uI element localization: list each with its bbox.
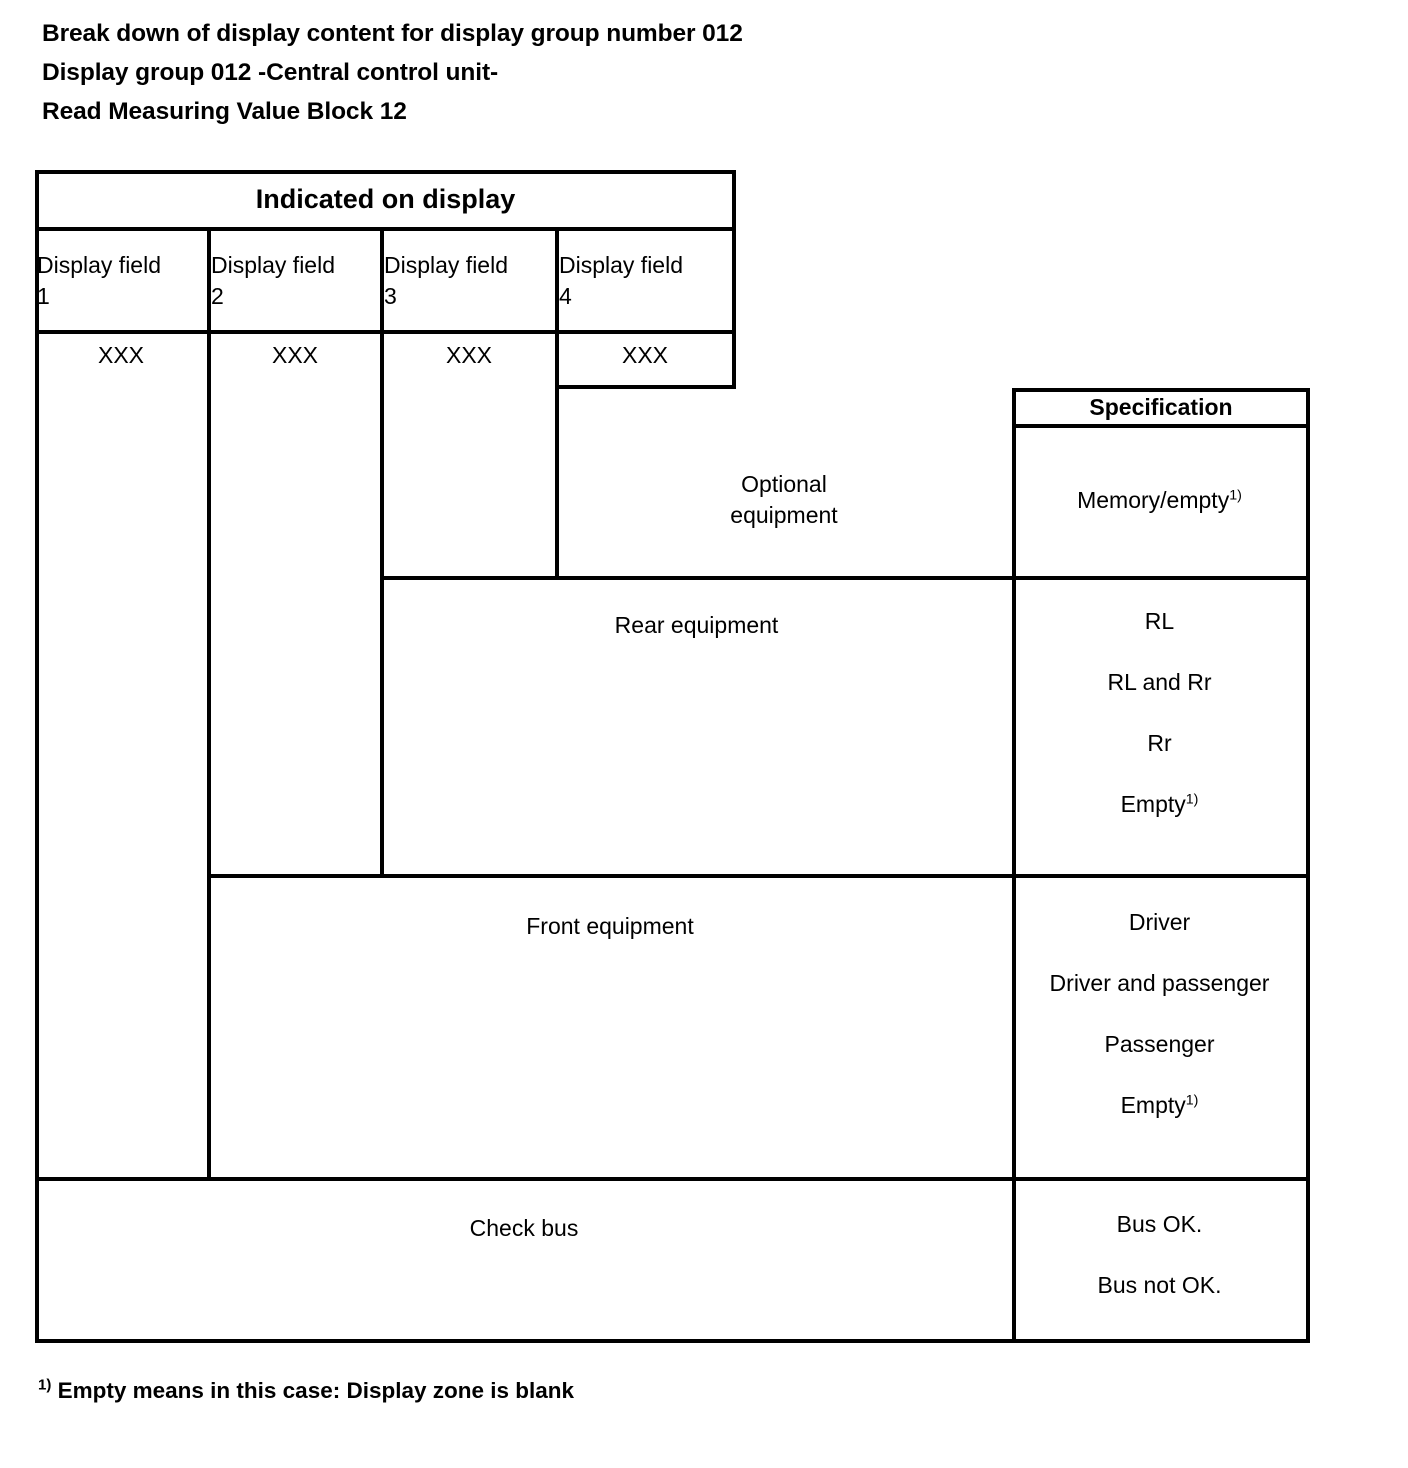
row-rear-equipment-name: Rear equipment — [614, 612, 779, 638]
rule-spec-header-top — [1012, 388, 1310, 392]
rule-col2-col3 — [380, 227, 384, 878]
specification-header: Specification — [1089, 393, 1233, 420]
rule-step-col3 — [380, 576, 556, 580]
spec-rear-empty-footnote: 1) — [1185, 791, 1199, 808]
display-field-2-value: XXX — [271, 341, 319, 368]
row-optional-equipment-name: Optional equipment — [556, 424, 1012, 576]
row-front-equipment-spec: Driver Driver and passenger Passenger Em… — [1013, 909, 1306, 1119]
spec-bus-not-ok: Bus not OK. — [1097, 1272, 1222, 1298]
display-field-3-label: Display field — [384, 251, 508, 278]
spec-driver-and-passenger: Driver and passenger — [1049, 970, 1270, 996]
spec-memory-empty: Memory/empty — [1077, 486, 1230, 513]
footnote: 1) Empty means in this case: Display zon… — [38, 1378, 574, 1404]
footnote-mark: 1) — [38, 1376, 52, 1394]
display-field-3-value: XXX — [445, 341, 493, 368]
display-field-3-header: Display field 3 — [384, 233, 554, 328]
display-field-1-number: 1 — [37, 282, 50, 309]
rule-step-col1 — [35, 1177, 211, 1181]
rule-under-indicated — [35, 227, 736, 231]
row-rear-equipment-spec: RL RL and Rr Rr Empty1) — [1013, 608, 1306, 818]
display-field-4-value: XXX — [621, 341, 669, 368]
display-field-4-header: Display field 4 — [559, 233, 731, 328]
spec-passenger: Passenger — [1104, 1031, 1215, 1057]
display-field-4-label: Display field — [559, 251, 683, 278]
rule-spec-left — [1012, 388, 1016, 1343]
spec-rl: RL — [1144, 608, 1175, 634]
spec-front-empty: Empty — [1120, 1092, 1186, 1118]
display-field-1-header: Display field 1 — [37, 233, 205, 328]
rule-front-checkbus — [207, 1177, 1310, 1181]
rule-step-col2 — [207, 874, 383, 878]
spec-front-empty-footnote: 1) — [1185, 1092, 1199, 1109]
row-check-bus-name: Check bus — [469, 1215, 579, 1241]
indicated-on-display-header: Indicated on display — [255, 184, 516, 214]
title-line-2: Display group 012 -Central control unit- — [42, 59, 499, 86]
row-front-equipment-name: Front equipment — [526, 913, 694, 939]
rule-table-top — [35, 170, 736, 174]
spec-rear-empty: Empty — [1120, 791, 1186, 817]
rule-step-col4 — [555, 385, 736, 389]
rule-spec-header-bottom — [1012, 424, 1310, 428]
spec-rl-and-rr: RL and Rr — [1107, 669, 1212, 695]
rule-optional-rear — [555, 576, 1310, 580]
spec-memory-empty-footnote: 1) — [1229, 486, 1242, 503]
display-field-1-label: Display field — [37, 251, 161, 278]
rule-table-bottom — [35, 1339, 1310, 1343]
footnote-text: Empty means in this case: Display zone i… — [57, 1378, 575, 1403]
title-line-3: Read Measuring Value Block 12 — [42, 98, 407, 125]
rule-rear-front — [380, 874, 1310, 878]
display-field-1-value: XXX — [97, 341, 145, 368]
display-field-2-label: Display field — [211, 251, 335, 278]
rule-left-outer — [35, 170, 39, 1343]
rule-col3-col4 — [555, 227, 559, 580]
rule-under-fieldnames — [35, 330, 736, 334]
spec-bus-ok: Bus OK. — [1116, 1211, 1203, 1237]
display-field-2-header: Display field 2 — [211, 233, 379, 328]
display-field-3-number: 3 — [384, 282, 397, 309]
display-field-4-number: 4 — [559, 282, 572, 309]
spec-rr: Rr — [1147, 730, 1172, 756]
row-optional-equipment-name-line1: Optional — [741, 471, 827, 497]
spec-driver: Driver — [1128, 909, 1191, 935]
rule-header-right — [732, 170, 736, 389]
rule-right-outer — [1306, 388, 1310, 1343]
display-field-2-number: 2 — [211, 282, 224, 309]
title-line-1: Break down of display content for displa… — [42, 20, 743, 47]
rule-col1-col2 — [207, 227, 211, 1178]
page-title: Break down of display content for displa… — [42, 14, 1042, 131]
row-optional-equipment-spec: Memory/empty1) — [1013, 424, 1306, 576]
row-check-bus-spec: Bus OK. Bus not OK. — [1013, 1211, 1306, 1299]
row-optional-equipment-name-line2: equipment — [730, 502, 838, 528]
